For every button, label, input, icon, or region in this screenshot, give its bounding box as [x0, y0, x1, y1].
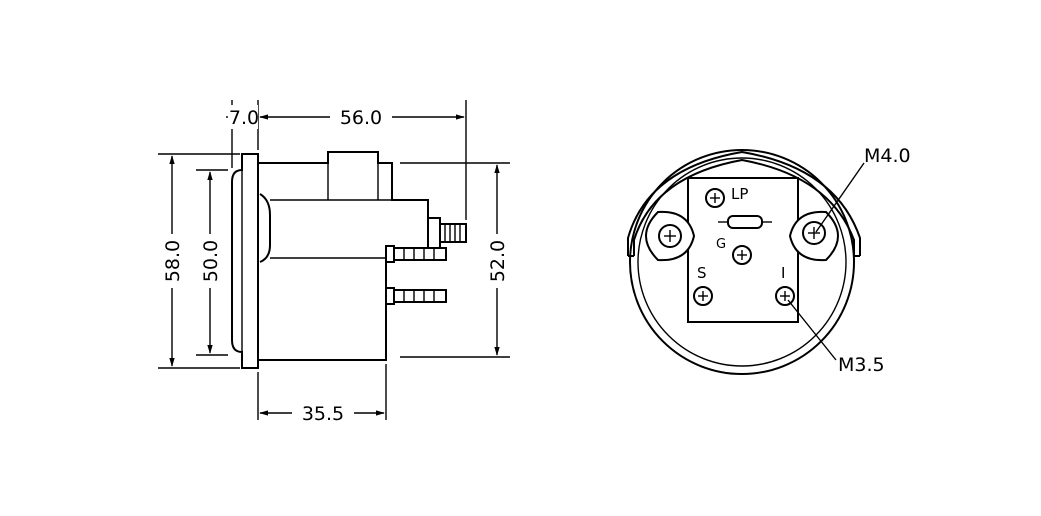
lamp-socket	[727, 215, 763, 229]
bezel-outline	[231, 153, 259, 369]
mounting-bracket	[627, 150, 861, 256]
terminal-screw-g	[732, 245, 752, 265]
leader-terminal-screw	[787, 299, 837, 361]
mount-nut	[427, 217, 441, 249]
dim-body-diameter: 50.0	[200, 240, 222, 282]
leader-mount-stud	[815, 162, 865, 233]
terminal-stud-lower	[385, 287, 447, 305]
rear-view: LP G S I M4.0 M3.5	[627, 145, 911, 376]
gauge-rear-body	[629, 149, 855, 375]
terminal-stud-upper	[385, 245, 447, 263]
dim-outer-diameter: 58.0	[162, 240, 184, 282]
terminal-label-i: I	[781, 264, 785, 282]
callout-terminal-screw: M3.5	[838, 354, 885, 376]
dim-housing-depth: 35.5	[302, 403, 344, 425]
terminal-screw-lp	[705, 188, 725, 208]
terminal-screw-s	[693, 286, 713, 306]
terminal-label-s: S	[697, 264, 707, 282]
mount-stud	[439, 223, 467, 243]
dim-rear-height: 52.0	[487, 240, 509, 282]
terminal-screw-i	[775, 286, 795, 306]
dim-flange: 7.0	[229, 107, 259, 129]
terminal-label-lp: LP	[731, 185, 748, 203]
callout-mount-stud: M4.0	[864, 145, 911, 167]
terminal-label-g: G	[716, 237, 726, 252]
dim-total-depth: 56.0	[340, 107, 382, 129]
side-view: 56.0 7.0 58.0 50.0 52.0 35.5	[158, 100, 510, 425]
housing-relief	[259, 193, 271, 263]
